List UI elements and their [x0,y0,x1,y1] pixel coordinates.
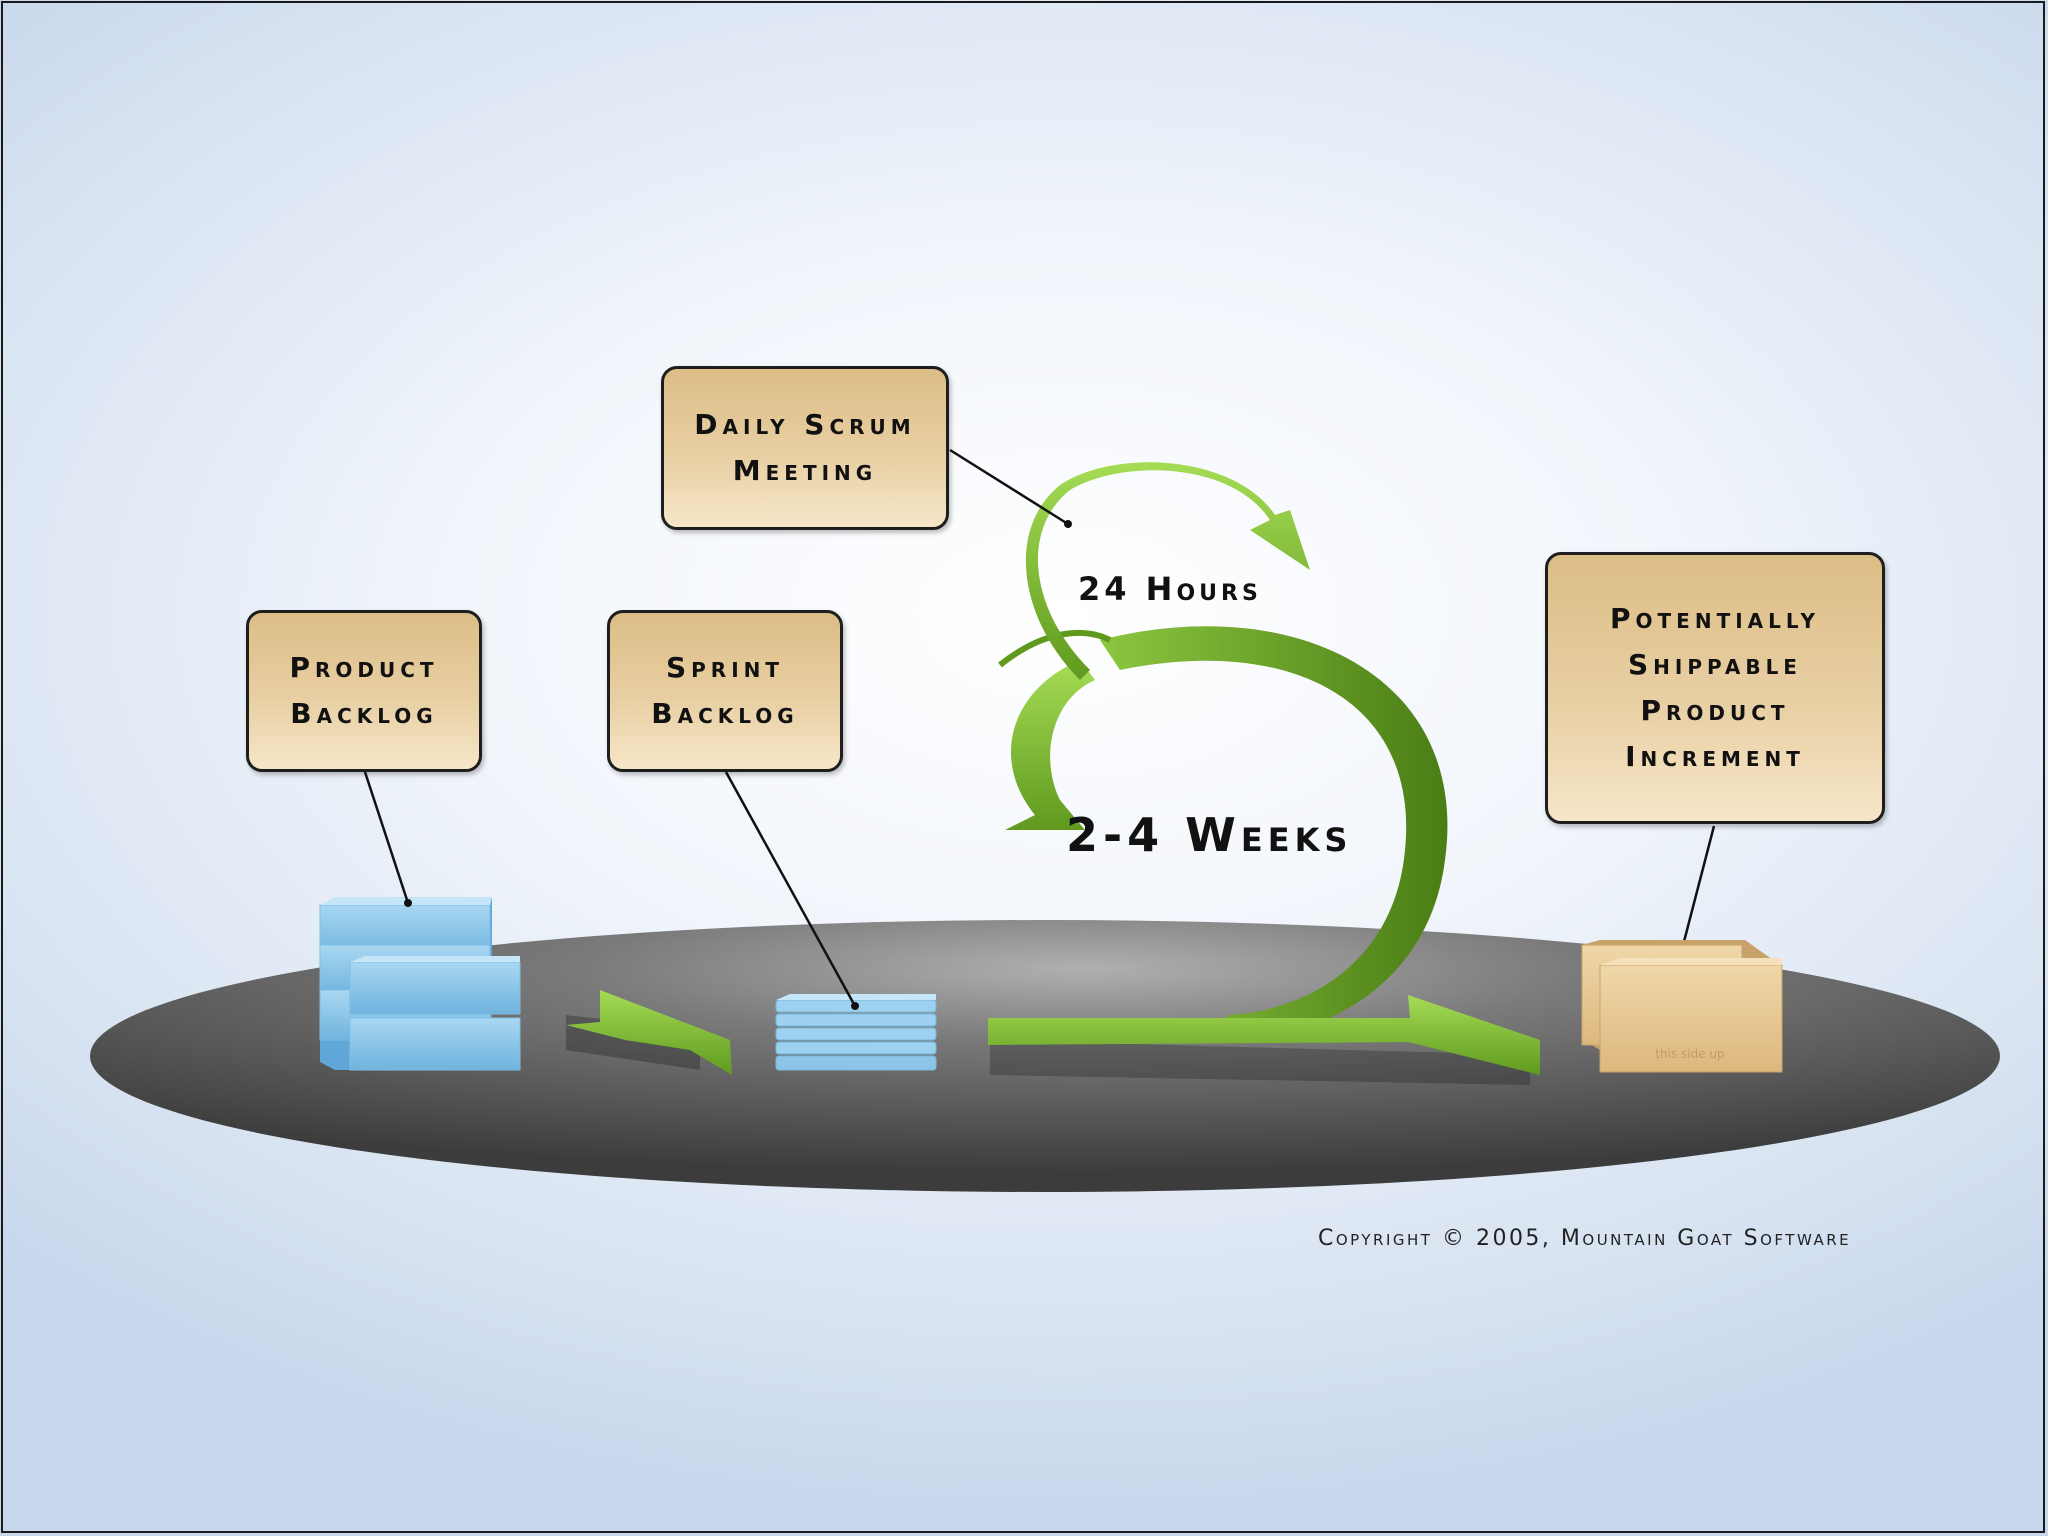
daily-scrum-line1: Daily Scrum [694,408,916,441]
increment-line2: Shippable [1628,648,1802,681]
increment-callout: Potentially Shippable Product Increment [1545,552,1885,824]
connector-lines [363,448,1716,1007]
product-backlog-line1: Product [289,651,439,684]
increment-line3: Product [1640,694,1790,727]
sprint-backlog-line1: Sprint [665,651,785,684]
product-backlog-line2: Backlog [290,697,438,730]
increment-line4: Increment [1625,740,1805,773]
product-backlog-callout: Product Backlog [246,610,482,772]
daily-cycle-label: 24 Hours [1078,570,1262,608]
copyright-text: Copyright © 2005, Mountain Goat Software [1318,1226,1852,1251]
platform-ellipse [90,920,2000,1192]
shippable-product-box: this side up [1581,940,1783,1073]
sprint-cycle-label: 2-4 Weeks [1066,808,1353,862]
sprint-cycle-arrow [988,626,1540,1085]
product-backlog-blocks [319,897,521,1071]
box-stamp: this side up [1655,1047,1724,1061]
sprint-backlog-callout: Sprint Backlog [607,610,843,772]
daily-scrum-line2: Meeting [732,454,878,487]
increment-line1: Potentially [1610,602,1820,635]
daily-scrum-callout: Daily Scrum Meeting [661,366,949,530]
sprint-backlog-line2: Backlog [651,697,799,730]
sprint-backlog-sheets [775,994,937,1071]
arrow-icon [566,990,732,1075]
